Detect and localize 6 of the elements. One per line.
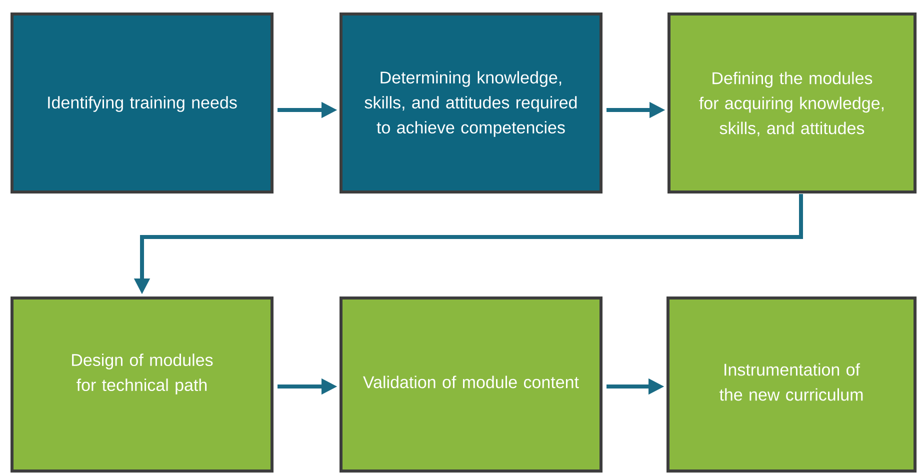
process-box: Instrumentation of the new curriculum xyxy=(666,296,916,472)
process-box: Validation of module content xyxy=(340,296,602,472)
process-box: Identifying training needs xyxy=(10,12,274,194)
process-box: Determining knowledge, skills, and attitudes required to achieve competencies xyxy=(340,12,602,194)
process-box: Design of modules for technical path xyxy=(10,296,274,472)
process-box: Defining the modules for acquiring knowledge, skills, and attitudes xyxy=(668,12,916,194)
